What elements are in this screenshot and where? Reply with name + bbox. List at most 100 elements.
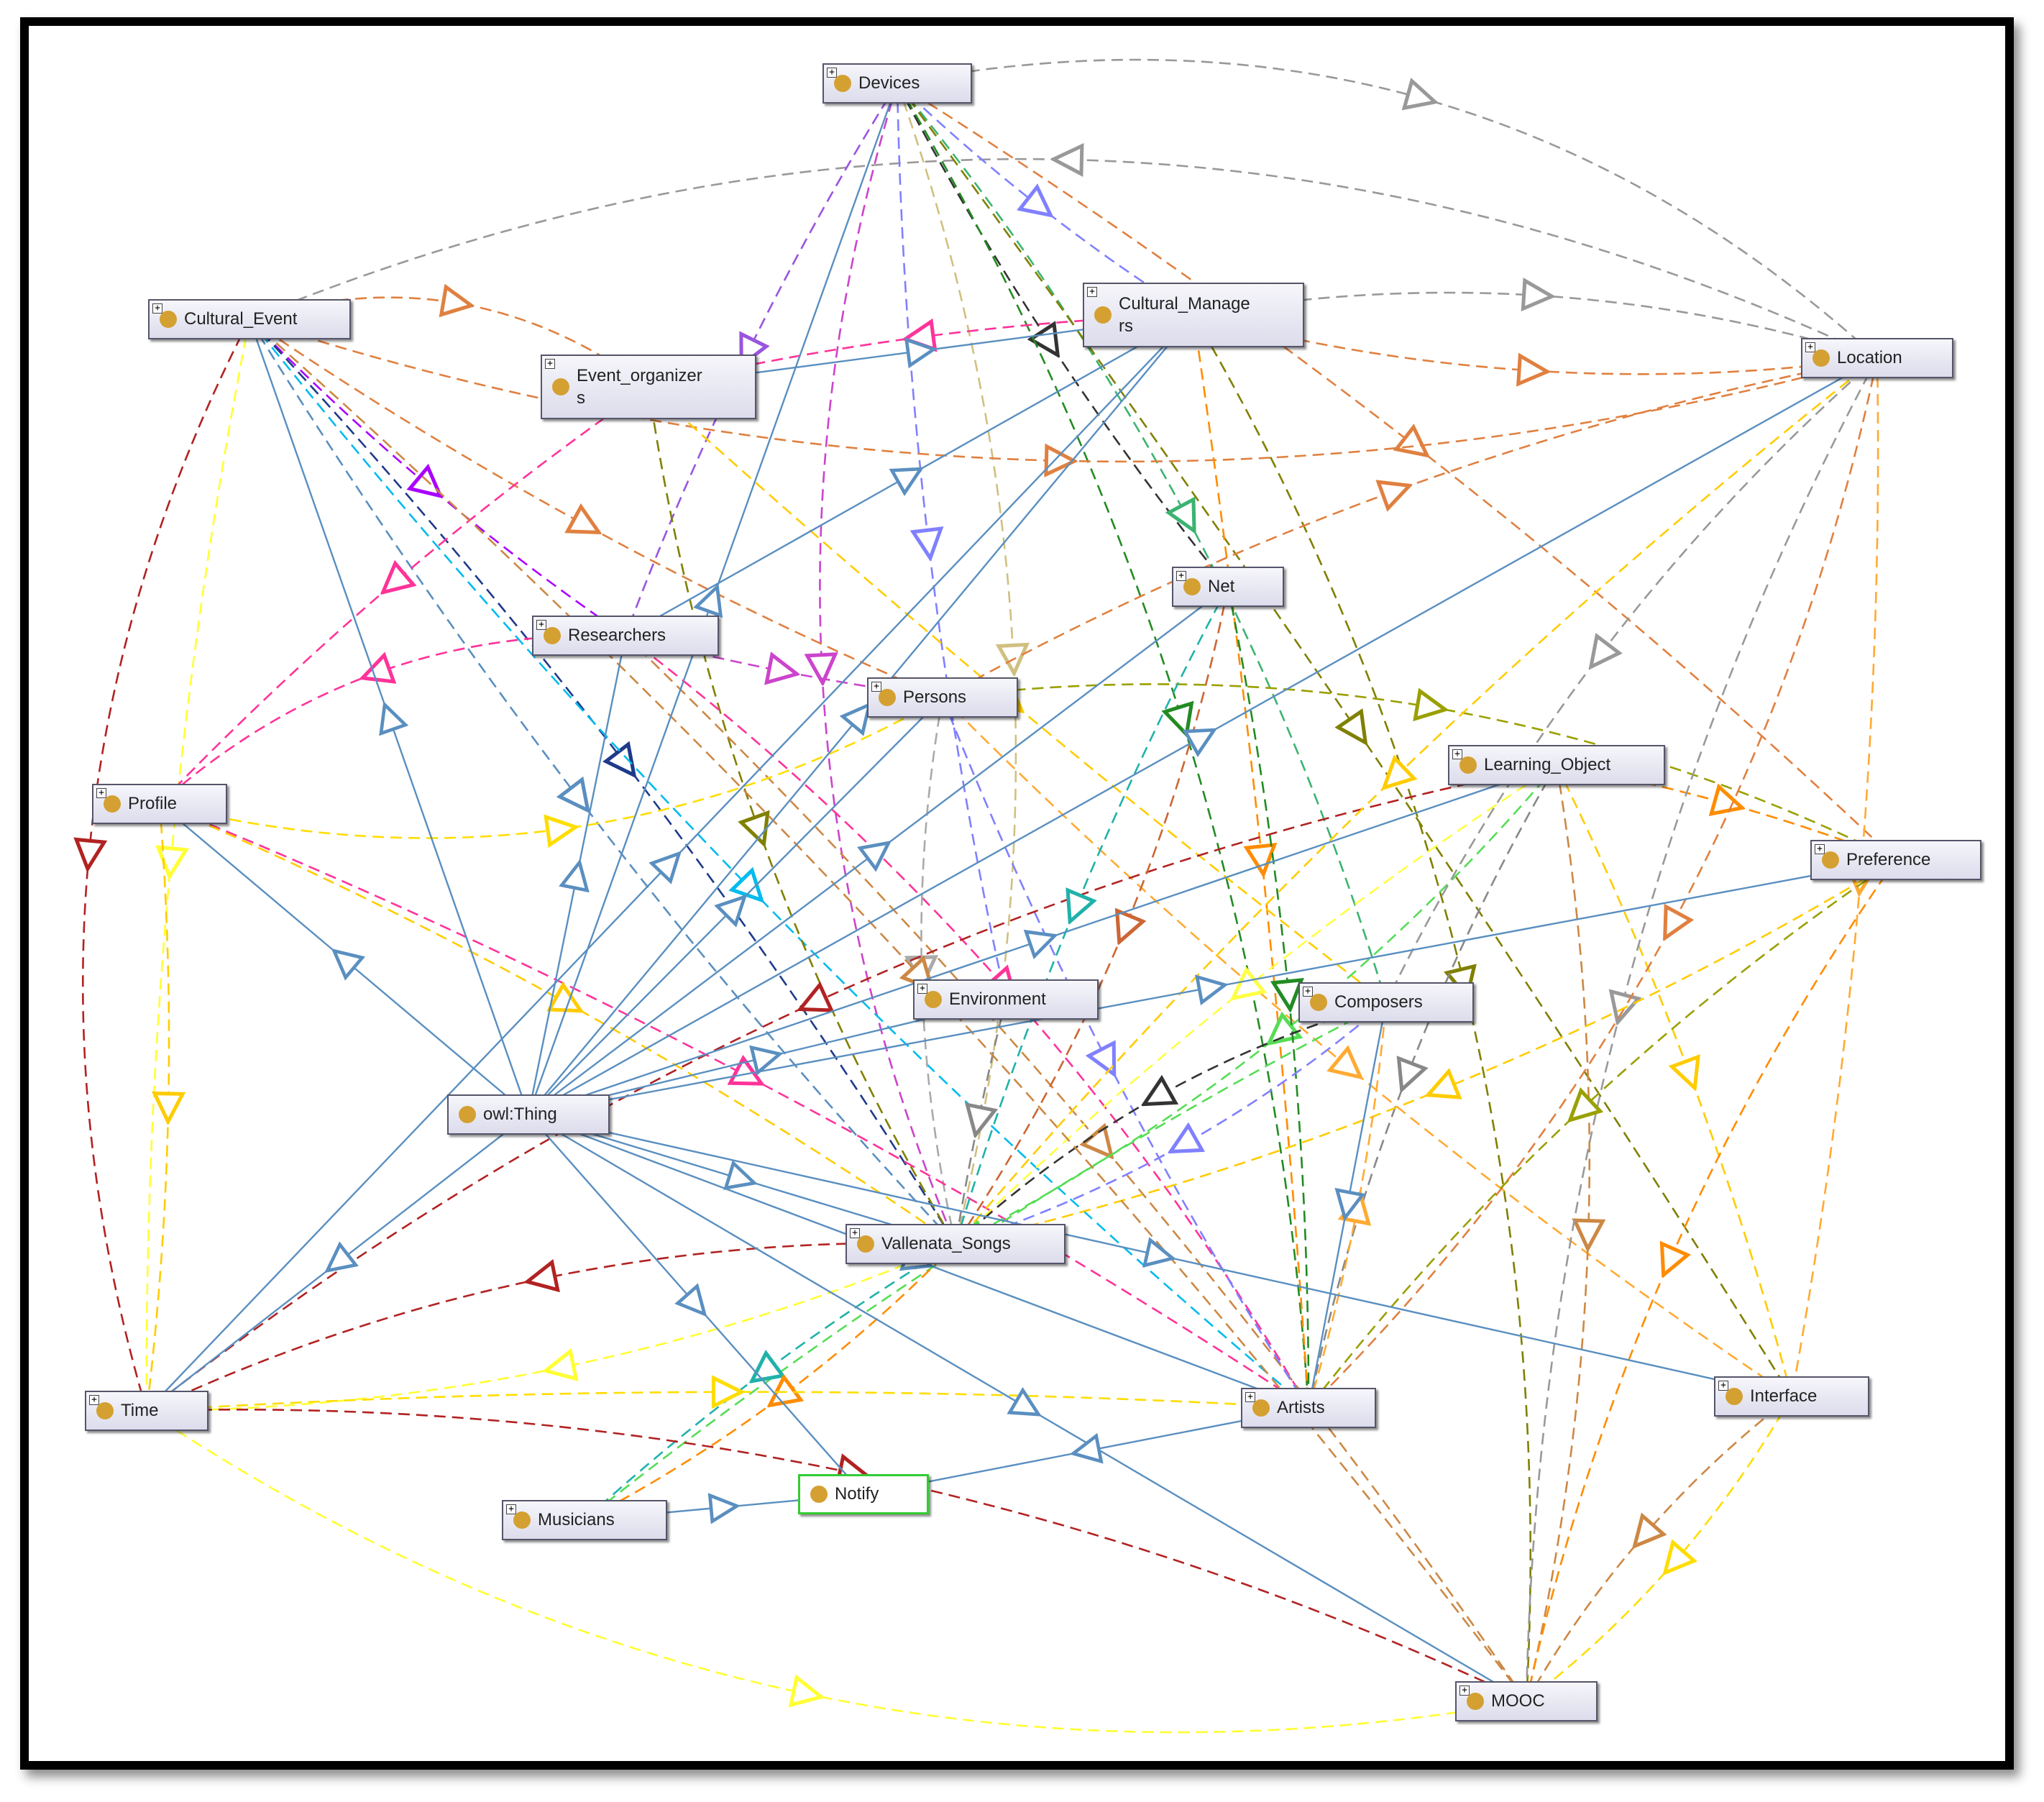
- expand-icon[interactable]: +: [1303, 987, 1313, 997]
- node-profile[interactable]: +Profile: [92, 784, 227, 824]
- node-label: Artists: [1277, 1398, 1325, 1418]
- expand-icon[interactable]: +: [89, 1395, 99, 1405]
- expand-icon[interactable]: +: [1815, 844, 1825, 854]
- node-label: Notify: [835, 1484, 879, 1504]
- object-property-edge: [145, 319, 251, 1412]
- expand-icon[interactable]: +: [917, 984, 927, 994]
- class-icon: [925, 991, 942, 1008]
- object-property-edge: [1525, 357, 1879, 1702]
- expand-icon[interactable]: +: [1805, 342, 1815, 352]
- subclass-edge: [528, 1114, 864, 1495]
- node-label: Net: [1208, 577, 1235, 597]
- object-property-edge: [625, 635, 1528, 1702]
- expand-icon[interactable]: +: [1452, 749, 1462, 759]
- expand-icon[interactable]: +: [96, 788, 106, 798]
- object-property-edge: [647, 386, 957, 1245]
- object-property-edge: [1385, 357, 1878, 1003]
- expand-icon[interactable]: +: [1718, 1381, 1728, 1391]
- expand-icon[interactable]: +: [536, 620, 546, 630]
- node-interface[interactable]: + Interface: [1714, 1376, 1869, 1417]
- object-property-edge: [955, 1001, 1387, 1245]
- expand-icon[interactable]: +: [1459, 1686, 1470, 1696]
- node-mooc[interactable]: + MOOC: [1455, 1681, 1598, 1721]
- class-icon: [513, 1511, 531, 1529]
- object-property-edge: [249, 319, 626, 637]
- subclass-edge: [863, 1407, 1309, 1496]
- object-property-edge: [1526, 1396, 1793, 1703]
- node-artists[interactable]: + Artists: [1241, 1388, 1376, 1428]
- expand-icon[interactable]: +: [1087, 287, 1097, 297]
- class-icon: [1822, 851, 1839, 869]
- expand-icon[interactable]: +: [152, 303, 162, 314]
- class-icon: [1459, 756, 1477, 774]
- expand-icon[interactable]: +: [1176, 571, 1186, 581]
- node-label: Vallenata_Songs: [881, 1234, 1011, 1254]
- object-property-edge: [249, 159, 1878, 360]
- object-property-edge: [897, 83, 1194, 316]
- object-property-edge: [159, 802, 1309, 1409]
- node-label: Cultural_Manage rs: [1119, 293, 1250, 336]
- node-persons[interactable]: + Persons: [867, 677, 1018, 718]
- object-property-edge: [648, 386, 1387, 1004]
- object-property-edge: [249, 319, 1528, 1702]
- object-property-edge: [83, 319, 251, 1412]
- object-property-edge: [896, 83, 1388, 1003]
- object-property-edge: [624, 83, 899, 636]
- expand-icon[interactable]: +: [506, 1504, 516, 1514]
- node-composers[interactable]: + Composers: [1298, 982, 1474, 1023]
- node-preference[interactable]: +Preference: [1810, 840, 1981, 880]
- subclass-edge: [528, 357, 1878, 1116]
- expand-icon[interactable]: +: [871, 682, 881, 692]
- node-cultural-event[interactable]: +Cultural_Event: [148, 299, 351, 339]
- object-property-edge: [584, 1243, 956, 1521]
- node-owl-thing[interactable]: owl:Thing: [447, 1094, 610, 1135]
- node-devices[interactable]: +Devices: [822, 63, 972, 104]
- object-property-edge: [249, 298, 649, 388]
- node-notify[interactable]: Notify: [798, 1474, 929, 1514]
- subclass-edge: [528, 1113, 1527, 1703]
- expand-icon[interactable]: +: [827, 68, 837, 78]
- node-location[interactable]: + Location: [1801, 338, 1953, 378]
- node-environment[interactable]: +Environment: [913, 979, 1099, 1020]
- node-label: Persons: [903, 687, 967, 708]
- subclass-edge: [625, 314, 1194, 637]
- class-icon: [1183, 578, 1201, 595]
- node-net[interactable]: + Net: [1172, 567, 1284, 607]
- object-property-edge: [954, 999, 1007, 1245]
- node-time[interactable]: +Time: [85, 1391, 208, 1431]
- object-property-edge: [146, 1243, 956, 1412]
- node-researchers[interactable]: + Researchers: [532, 616, 719, 656]
- subclass-edge: [528, 314, 1194, 1115]
- expand-icon[interactable]: +: [850, 1228, 860, 1238]
- node-label: Location: [1837, 348, 1902, 368]
- object-property-edge: [1308, 357, 1879, 1409]
- expand-icon[interactable]: +: [1245, 1392, 1255, 1402]
- object-property-edge: [896, 83, 1007, 1000]
- node-event-organizers[interactable]: +Event_organizer s: [541, 355, 756, 419]
- subclass-edge: [248, 319, 530, 1115]
- object-property-edge: [942, 357, 1878, 699]
- class-icon: [1726, 1388, 1743, 1405]
- expand-icon[interactable]: +: [545, 359, 555, 369]
- node-cultural-managers[interactable]: + Cultural_Manage rs: [1083, 283, 1304, 347]
- object-property-edge: [955, 1002, 1387, 1245]
- node-label: MOOC: [1491, 1691, 1545, 1711]
- node-label: Researchers: [568, 626, 666, 646]
- object-property-edge: [249, 318, 943, 699]
- subclass-edge: [528, 697, 943, 1115]
- class-icon: [160, 311, 177, 328]
- node-vallenata-songs[interactable]: + Vallenata_Songs: [845, 1224, 1065, 1264]
- class-icon: [1252, 1399, 1270, 1417]
- subclass-edge: [528, 1113, 956, 1245]
- node-learning-object[interactable]: +Learning_Object: [1448, 745, 1665, 785]
- node-label: Composers: [1334, 992, 1423, 1012]
- object-property-edge: [146, 1392, 1309, 1412]
- class-icon: [96, 1402, 114, 1419]
- object-property-edge: [820, 83, 957, 1245]
- node-label: Interface: [1750, 1386, 1818, 1407]
- node-musicians[interactable]: +Musicians: [502, 1500, 667, 1540]
- class-icon: [1812, 349, 1830, 367]
- object-property-edge: [146, 1242, 956, 1412]
- object-property-edge: [1555, 764, 1793, 1397]
- subclass-edge: [1307, 1002, 1388, 1409]
